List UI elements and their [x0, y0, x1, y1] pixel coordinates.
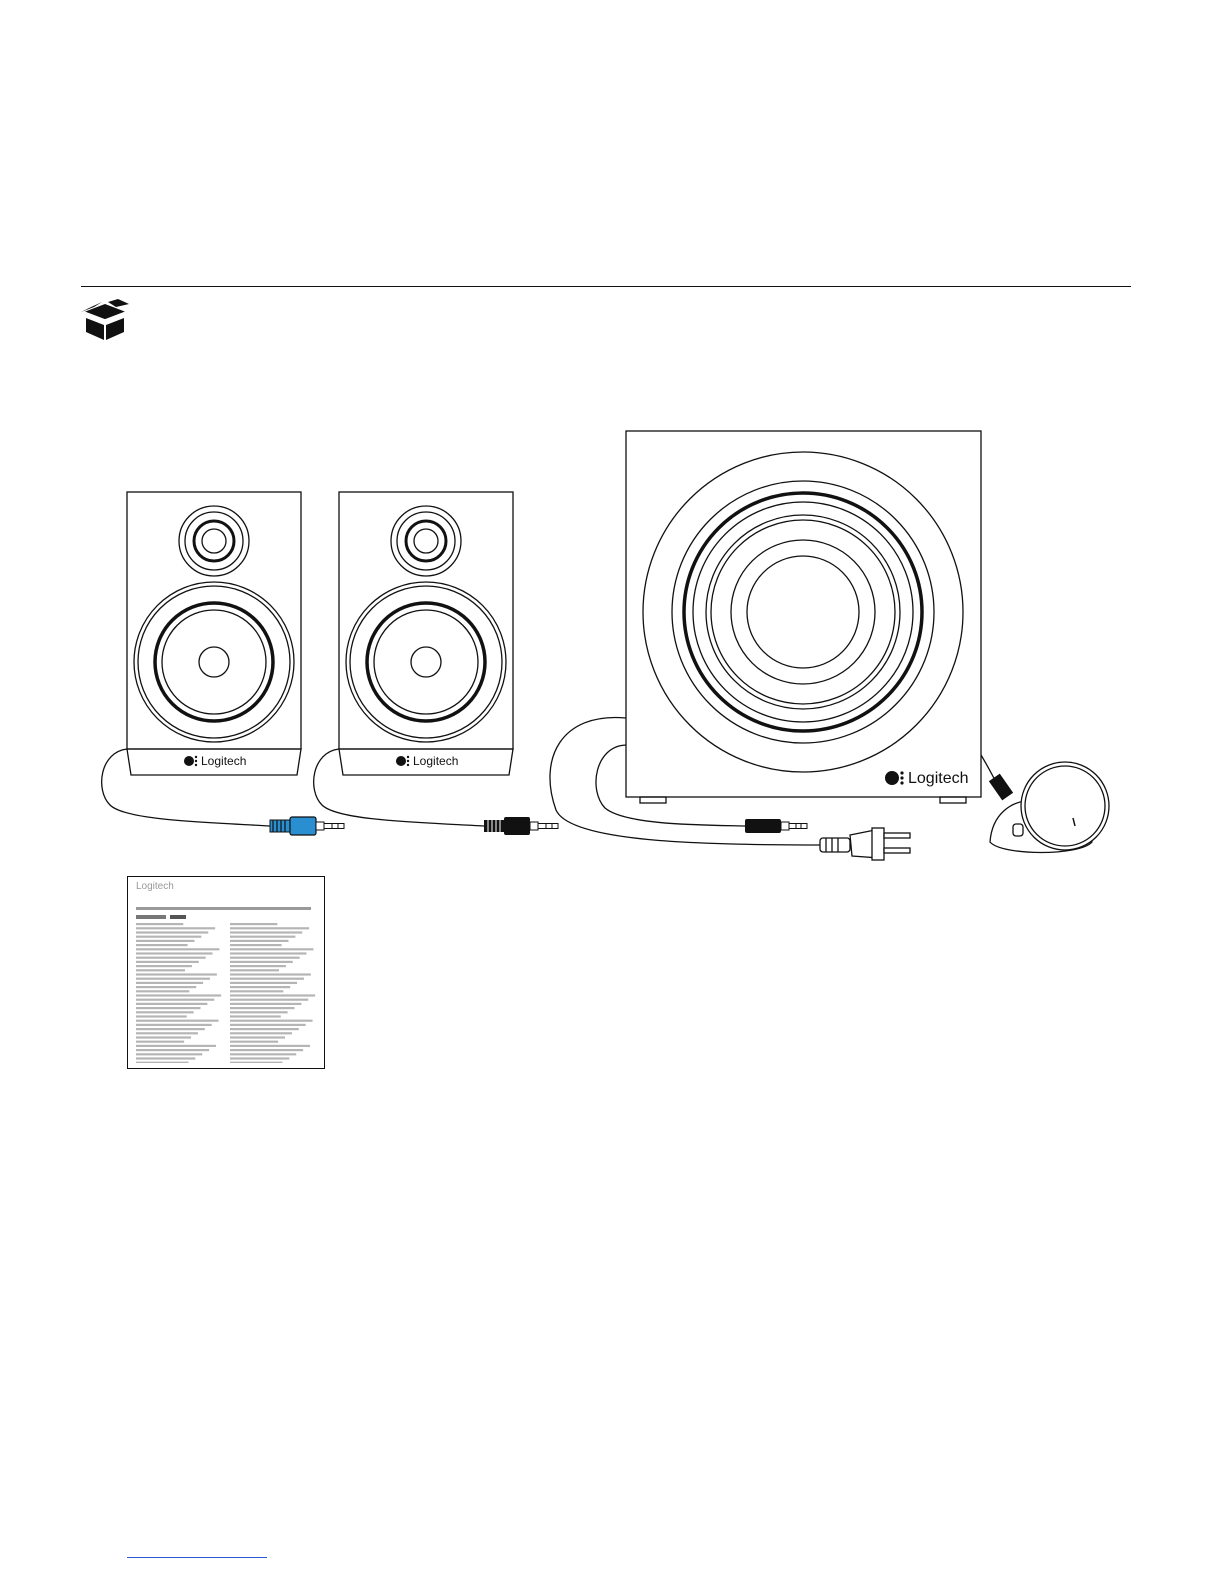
- leaflet-line: [136, 986, 196, 988]
- leaflet-line: [136, 923, 183, 925]
- leaflet-line: [230, 931, 302, 933]
- leaflet-line: [136, 1011, 194, 1013]
- leaflet-line: [230, 957, 300, 959]
- leaflet-line: [136, 948, 219, 950]
- leaflet-line: [230, 961, 293, 963]
- leaflet-line: [136, 982, 203, 984]
- leaflet-line: [136, 957, 206, 959]
- leaflet-line: [136, 1024, 212, 1026]
- leaflet-line: [136, 965, 192, 967]
- leaflet-line: [230, 948, 313, 950]
- leaflet-text-block: [136, 907, 318, 1063]
- leaflet-line: [230, 1024, 306, 1026]
- leaflet-line: [230, 1062, 282, 1063]
- leaflet-line: [230, 973, 311, 975]
- leaflet-line: [136, 1062, 188, 1063]
- subwoofer-logo: Logitech: [908, 770, 969, 787]
- leaflet-line: [136, 1041, 184, 1043]
- leaflet-line: [136, 1032, 198, 1034]
- leaflet-line: [136, 1015, 187, 1017]
- leaflet-line: [136, 999, 214, 1001]
- leaflet-line: [230, 923, 277, 925]
- leaflet-line: [136, 1049, 209, 1051]
- leaflet-line: [230, 1011, 288, 1013]
- leaflet-line: [136, 936, 201, 938]
- leaflet-line: [136, 1057, 195, 1059]
- leaflet-line: [230, 1028, 299, 1030]
- leaflet-line: [136, 961, 199, 963]
- leaflet-line: [136, 994, 221, 996]
- leaflet-line: [230, 1015, 281, 1017]
- leaflet-line: [230, 1036, 285, 1038]
- leaflet-line: [136, 990, 189, 992]
- blue-audio-jack: [270, 817, 344, 835]
- leaflet-line: [136, 1007, 201, 1009]
- leaflet-line: [230, 952, 307, 954]
- leaflet-line: [230, 1007, 295, 1009]
- left-satellite-speaker: [127, 492, 301, 775]
- leaflet-line: [136, 1003, 207, 1005]
- leaflet-line: [230, 940, 288, 942]
- leaflet-line: [230, 936, 295, 938]
- leaflet-logo: Logitech: [136, 881, 174, 892]
- leaflet-line: [230, 986, 290, 988]
- leaflet-line: [230, 1003, 301, 1005]
- subwoofer: [626, 431, 981, 803]
- leaflet-line: [136, 1045, 216, 1047]
- leaflet-line: [136, 940, 194, 942]
- leaflet-line: [136, 927, 215, 929]
- footer-link-underline[interactable]: [127, 1557, 267, 1558]
- leaflet-line: [230, 965, 286, 967]
- leaflet-line: [230, 969, 279, 971]
- leaflet-line: [230, 1049, 303, 1051]
- power-plug: [820, 828, 910, 860]
- leaflet-line: [230, 944, 282, 946]
- leaflet-line: [136, 952, 213, 954]
- leaflet-line: [230, 1032, 292, 1034]
- leaflet-line: [230, 1053, 296, 1055]
- logitech-logo-icon: [396, 756, 409, 766]
- leaflet-line: [136, 931, 208, 933]
- leaflet-line: [136, 944, 188, 946]
- black-audio-jack: [484, 817, 558, 835]
- leaflet-line: [230, 1020, 313, 1022]
- leaflet-line: [230, 1057, 289, 1059]
- logitech-logo-icon: [885, 771, 904, 785]
- leaflet-line: [136, 969, 185, 971]
- leaflet-line: [230, 927, 309, 929]
- leaflet-line: [136, 1020, 219, 1022]
- leaflet-line: [136, 1053, 202, 1055]
- leaflet-line: [136, 978, 210, 980]
- leaflet-line: [230, 978, 304, 980]
- control-pod: [990, 762, 1109, 853]
- leaflet-line: [230, 990, 283, 992]
- leaflet-line: [136, 1028, 205, 1030]
- safety-leaflet: Logitech: [127, 876, 325, 1069]
- logitech-logo-icon: [184, 756, 197, 766]
- leaflet-line: [230, 1041, 278, 1043]
- subwoofer-input-jack: [745, 819, 807, 833]
- right-satellite-speaker: [339, 492, 513, 775]
- leaflet-line: [230, 982, 297, 984]
- leaflet-line: [136, 1036, 191, 1038]
- right-satellite-logo: Logitech: [413, 754, 458, 768]
- leaflet-line: [230, 999, 308, 1001]
- leaflet-line: [230, 1045, 310, 1047]
- leaflet-line: [230, 994, 315, 996]
- left-satellite-logo: Logitech: [201, 754, 246, 768]
- leaflet-line: [136, 973, 217, 975]
